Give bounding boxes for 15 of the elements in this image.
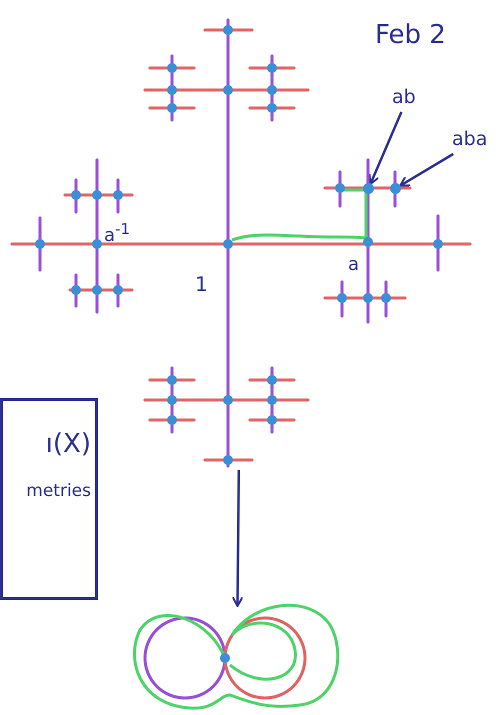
vertex-label: ab (392, 86, 422, 112)
vertex-label: 1 (195, 274, 208, 294)
vertex-label: aba (452, 128, 498, 154)
arrow (232, 470, 244, 607)
vertex-dot (390, 183, 401, 194)
arrow (368, 112, 403, 185)
math-text: ı(X) (44, 429, 91, 459)
date-note: Feb 2 (375, 22, 446, 48)
figure-eight-drawing (132, 605, 342, 710)
vertex-label: a (348, 256, 360, 274)
note-text: metries (25, 481, 91, 501)
vertex-dot (363, 183, 374, 194)
arrow (399, 152, 454, 187)
vertex-label: a$^{-1}$ (104, 222, 130, 245)
note-box (0, 398, 98, 600)
